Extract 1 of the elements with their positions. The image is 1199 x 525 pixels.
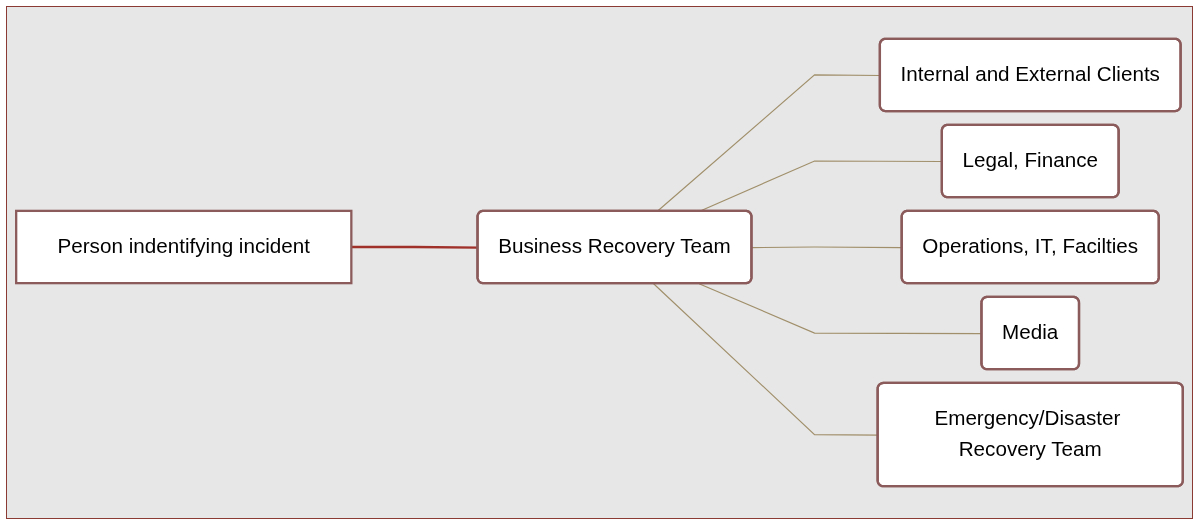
node-box: Person indentifying incident — [15, 209, 353, 285]
